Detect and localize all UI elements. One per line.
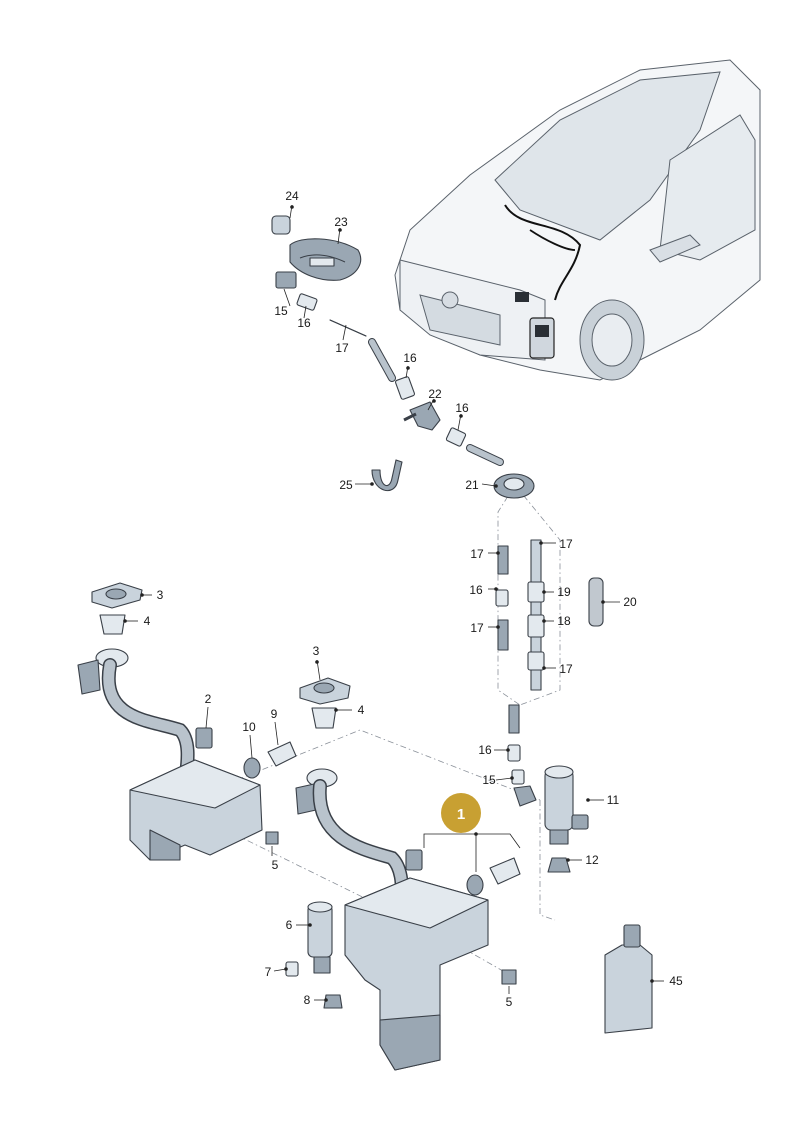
callout-3[interactable]: 3 bbox=[157, 588, 164, 602]
callout-9[interactable]: 9 bbox=[271, 707, 278, 721]
callout-4[interactable]: 4 bbox=[144, 614, 151, 628]
callout-7[interactable]: 7 bbox=[265, 965, 272, 979]
washer-pump-assembly bbox=[511, 765, 589, 873]
callout-23[interactable]: 23 bbox=[334, 215, 348, 229]
callout-17[interactable]: 17 bbox=[335, 341, 349, 355]
callout-45[interactable]: 45 bbox=[669, 974, 683, 988]
callout-19[interactable]: 19 bbox=[557, 585, 571, 599]
washer-jet-assembly bbox=[271, 215, 535, 499]
callout-16[interactable]: 16 bbox=[403, 351, 417, 365]
vehicle-illustration bbox=[394, 59, 761, 381]
callout-labels: 24 23 15 16 17 16 22 16 25 21 17 16 17 1… bbox=[144, 189, 683, 1009]
callout-5[interactable]: 5 bbox=[506, 995, 513, 1009]
callout-25[interactable]: 25 bbox=[339, 478, 353, 492]
leader-dots bbox=[123, 205, 654, 1002]
highlight-badge[interactable]: 1 bbox=[441, 793, 481, 833]
callout-12[interactable]: 12 bbox=[585, 853, 599, 867]
callout-21[interactable]: 21 bbox=[465, 478, 479, 492]
washer-fluid-bottle bbox=[604, 924, 653, 1034]
callout-11[interactable]: 11 bbox=[607, 793, 620, 807]
callout-2[interactable]: 2 bbox=[205, 692, 212, 706]
callout-24[interactable]: 24 bbox=[285, 189, 299, 203]
callout-10[interactable]: 10 bbox=[242, 720, 256, 734]
callout-8[interactable]: 8 bbox=[304, 993, 311, 1007]
callout-17[interactable]: 17 bbox=[559, 537, 573, 551]
reservoir-main bbox=[285, 677, 521, 1071]
callout-5[interactable]: 5 bbox=[272, 858, 279, 872]
callout-17[interactable]: 17 bbox=[559, 662, 573, 676]
highlight-badge-label: 1 bbox=[457, 806, 465, 823]
callout-20[interactable]: 20 bbox=[623, 595, 637, 609]
callout-22[interactable]: 22 bbox=[428, 387, 442, 401]
reservoir-left bbox=[77, 582, 297, 861]
callout-17[interactable]: 17 bbox=[470, 621, 484, 635]
callout-16[interactable]: 16 bbox=[469, 583, 483, 597]
hose-column bbox=[495, 539, 604, 762]
highlight-bracket bbox=[423, 833, 521, 849]
callout-16[interactable]: 16 bbox=[478, 743, 492, 757]
callout-6[interactable]: 6 bbox=[286, 918, 293, 932]
callout-18[interactable]: 18 bbox=[557, 614, 571, 628]
callout-16[interactable]: 16 bbox=[455, 401, 469, 415]
callout-16[interactable]: 16 bbox=[297, 316, 311, 330]
callout-15[interactable]: 15 bbox=[274, 304, 288, 318]
highlight-badge-circle[interactable] bbox=[441, 793, 481, 833]
callout-15[interactable]: 15 bbox=[482, 773, 496, 787]
callout-4[interactable]: 4 bbox=[358, 703, 365, 717]
callout-3[interactable]: 3 bbox=[313, 644, 320, 658]
callout-17[interactable]: 17 bbox=[470, 547, 484, 561]
